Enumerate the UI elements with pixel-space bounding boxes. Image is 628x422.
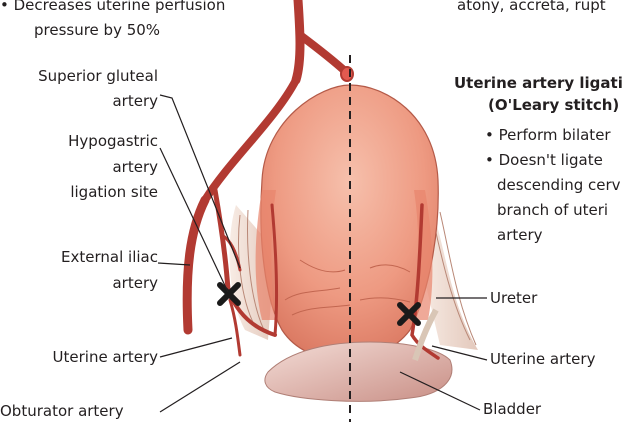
ligation-bullet-2-line4: artery bbox=[497, 224, 543, 246]
bladder-shape bbox=[265, 342, 452, 401]
ligation-bullet-1: • Perform bilater bbox=[485, 124, 611, 146]
external-iliac-label-2: artery bbox=[0, 272, 158, 294]
ligation-bullet-2-line2: descending cerv bbox=[497, 174, 621, 196]
causes-note: atony, accreta, rupt bbox=[457, 0, 606, 16]
perfusion-note-line2: pressure by 50% bbox=[34, 19, 160, 41]
hypogastric-label-1: Hypogastric bbox=[0, 130, 158, 152]
bladder-label: Bladder bbox=[483, 398, 541, 420]
ligation-title-line1: Uterine artery ligati bbox=[454, 72, 623, 94]
superior-gluteal-label-1: Superior gluteal bbox=[0, 65, 158, 87]
ligation-bullet-2-line1: • Doesn't ligate bbox=[485, 149, 603, 171]
obturator-artery-label: Obturator artery bbox=[0, 400, 124, 422]
hypogastric-label-3: ligation site bbox=[0, 181, 158, 203]
hypogastric-label-2: artery bbox=[0, 156, 158, 178]
uterine-artery-label-left: Uterine artery bbox=[0, 346, 158, 368]
uterine-artery-label-right: Uterine artery bbox=[490, 348, 595, 370]
external-iliac-label-1: External iliac bbox=[0, 246, 158, 268]
ligation-bullet-2-line3: branch of uteri bbox=[497, 199, 608, 221]
perfusion-note-line1: • Decreases uterine perfusion bbox=[0, 0, 225, 16]
superior-gluteal-label-2: artery bbox=[0, 90, 158, 112]
ureter-label: Ureter bbox=[490, 287, 537, 309]
ligation-title-line2: (O'Leary stitch) bbox=[488, 94, 619, 116]
